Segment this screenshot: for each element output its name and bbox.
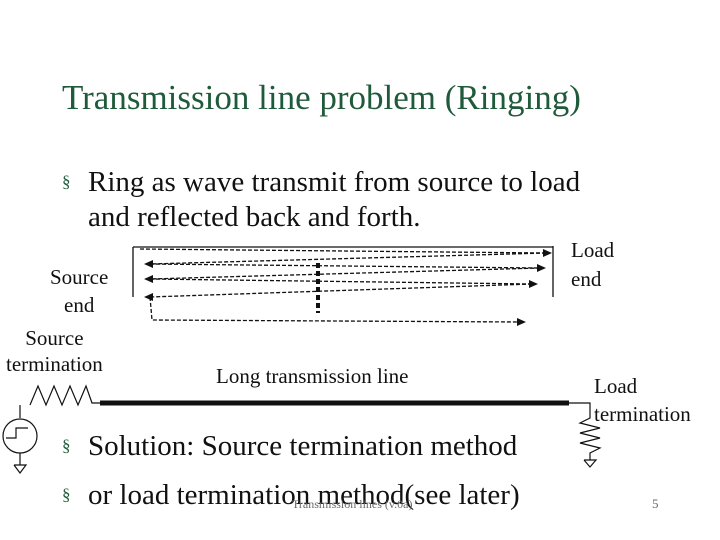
voltage-source [2, 418, 38, 454]
wave-path-4 [149, 267, 541, 280]
bullet-1-line1: Ring as wave transmit from source to loa… [88, 166, 581, 198]
source-termination-label: Source termination [6, 326, 103, 376]
load-ground-icon [583, 459, 598, 468]
bullet-2: § Solution: Source termination method [62, 430, 517, 463]
wave-path-1 [139, 248, 547, 254]
bullet-1: § Ring as wave transmit from source to lo… [62, 166, 580, 199]
load-resistor [569, 402, 602, 460]
slide-title: Transmission line problem (Ringing) [62, 78, 581, 117]
wave-path-7 [149, 296, 521, 323]
bullet-3: § or load termination method(see later) [62, 479, 520, 512]
line-label: Long transmission line [216, 364, 409, 388]
bullet-marker: § [62, 172, 71, 191]
bullet-2-text: Solution: Source termination method [88, 430, 518, 462]
source-end-label: Source end [50, 265, 109, 317]
bullet-3-text: or load termination method(see later) [88, 479, 520, 511]
wave-path-6 [149, 283, 533, 298]
load-termination-label: Load termination [594, 374, 691, 426]
load-end-label: Load end [571, 238, 615, 291]
bullet-marker: § [62, 436, 71, 455]
wave-path-3 [149, 263, 541, 269]
source-resistor [29, 384, 100, 407]
wave-path-2 [149, 252, 547, 265]
page-number: 5 [652, 496, 659, 511]
wave-arrowheads [144, 249, 552, 326]
wave-path-5 [149, 278, 533, 285]
bullet-1-line2: and reflected back and forth. [88, 201, 421, 233]
bullet-marker: § [62, 485, 71, 504]
ground-icon [13, 464, 28, 474]
slide-footer: Transmission lines (v.0a) [292, 497, 413, 511]
